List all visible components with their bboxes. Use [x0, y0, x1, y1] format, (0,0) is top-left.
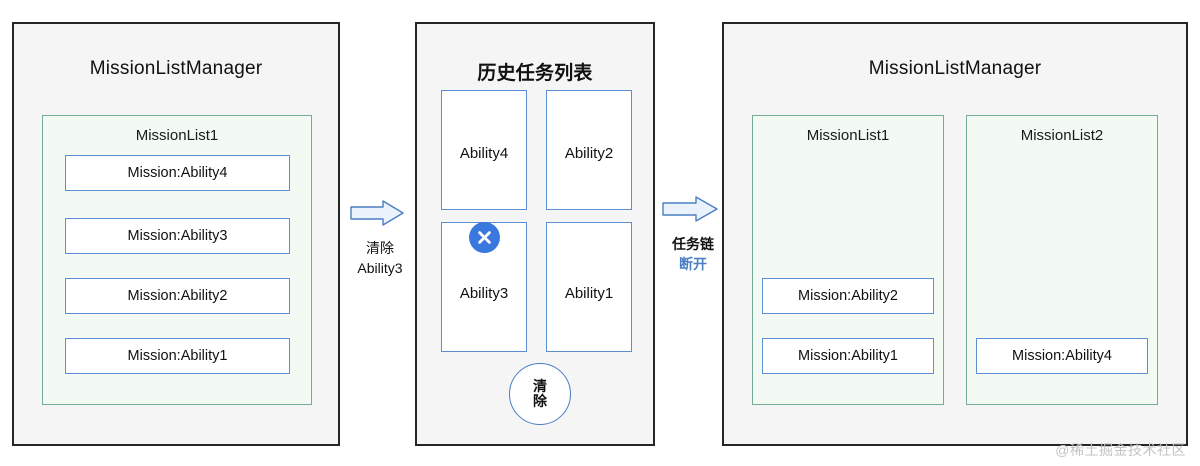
mission-list-label: MissionList2 — [1020, 127, 1104, 144]
arrow-caption: 清除 Ability3 — [350, 239, 410, 279]
ability-card-label: Ability1 — [564, 285, 614, 302]
close-x-glyph — [478, 231, 491, 244]
mission-box[interactable]: Mission:Ability4 — [976, 338, 1148, 374]
clear-all-button[interactable]: 清 除 — [509, 363, 571, 425]
panel-title-left: MissionListManager — [89, 58, 263, 79]
arrow-clear-ability3: 清除 Ability3 — [350, 200, 410, 279]
mission-box[interactable]: Mission:Ability4 — [65, 155, 290, 191]
panel-title-middle: 历史任务列表 — [477, 63, 593, 84]
arrow-right-icon — [662, 196, 718, 222]
mission-box[interactable]: Mission:Ability2 — [65, 278, 290, 314]
mission-box[interactable]: Mission:Ability1 — [762, 338, 934, 374]
arrow-caption-line2: 断开 — [679, 255, 707, 272]
ability-card-label: Ability4 — [459, 145, 509, 162]
ability-card[interactable]: Ability2 — [546, 90, 632, 210]
mission-box[interactable]: Mission:Ability1 — [65, 338, 290, 374]
ability-card-label: Ability3 — [459, 285, 509, 302]
arrow-caption-line1: 清除 — [366, 240, 394, 256]
mission-box[interactable]: Mission:Ability2 — [762, 278, 934, 314]
ability-card[interactable]: Ability3 — [441, 222, 527, 352]
panel-title-right: MissionListManager — [868, 58, 1042, 79]
arrow-caption-line1: 任务链 — [672, 236, 714, 252]
arrow-right-icon — [350, 200, 404, 226]
ability-card[interactable]: Ability1 — [546, 222, 632, 352]
ability-card-label: Ability2 — [564, 145, 614, 162]
arrow-caption-line2: Ability3 — [357, 259, 403, 276]
mission-list-label: MissionList1 — [135, 127, 219, 144]
close-icon[interactable] — [469, 222, 500, 253]
clear-button-line2: 除 — [533, 393, 547, 409]
mission-list-label: MissionList1 — [806, 127, 890, 144]
watermark: @稀土掘金技术社区 — [1055, 442, 1186, 458]
clear-button-line1: 清 — [533, 377, 547, 394]
arrow-task-chain-break: 任务链 断开 — [662, 196, 724, 275]
mission-box[interactable]: Mission:Ability3 — [65, 218, 290, 254]
arrow-caption: 任务链 断开 — [662, 235, 724, 275]
ability-card[interactable]: Ability4 — [441, 90, 527, 210]
